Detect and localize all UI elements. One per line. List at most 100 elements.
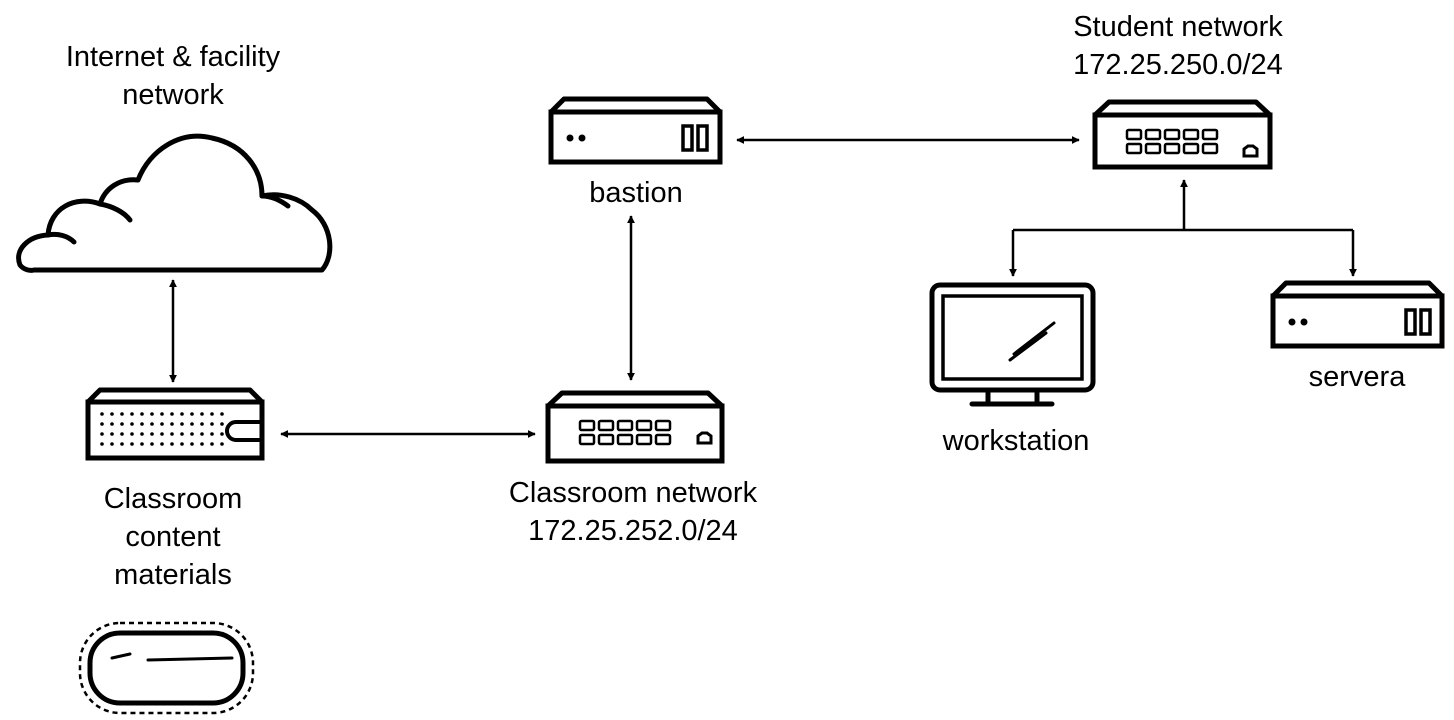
switch-port (1201, 128, 1219, 141)
content-label-line1: Classroom (104, 483, 243, 515)
servera-node: servera (1270, 280, 1445, 393)
monitor-icon (929, 282, 1096, 407)
vent-dot (170, 422, 174, 426)
vent-dot (150, 432, 154, 436)
vent-dot (140, 422, 144, 426)
internet-label-line1: Internet & facility (66, 41, 281, 73)
vent-dot (100, 442, 104, 446)
vent-dot (120, 422, 124, 426)
vent-dot (160, 422, 164, 426)
vent-dot (140, 442, 144, 446)
vent-dot (160, 442, 164, 446)
switch-port (1182, 128, 1200, 141)
vent-dot (100, 422, 104, 426)
vent-dot (190, 432, 194, 436)
switch-port (1125, 142, 1143, 155)
switch-port (616, 419, 634, 432)
switch-port (578, 419, 596, 432)
switch-port (597, 419, 615, 432)
classroom-network-node: Classroom network 172.25.252.0/24 (509, 390, 758, 547)
content-node: Classroom content materials (85, 387, 265, 591)
vent-dot (210, 432, 214, 436)
workstation-node: workstation (929, 282, 1096, 457)
bastion-node: bastion (548, 96, 723, 209)
server-icon (548, 96, 723, 165)
vent-dot (110, 432, 114, 436)
switch-port (616, 433, 634, 446)
vent-dot (160, 432, 164, 436)
vent-dot (130, 412, 134, 416)
vent-dot (200, 422, 204, 426)
content-label-line2: content (125, 521, 220, 553)
vent-dot (180, 422, 184, 426)
classroom-network-label-line1: Classroom network (509, 477, 758, 509)
vent-dot (180, 432, 184, 436)
vent-dot (210, 442, 214, 446)
vent-dot (120, 442, 124, 446)
vent-dot (190, 412, 194, 416)
vent-dot (220, 422, 224, 426)
vent-dot (220, 432, 224, 436)
switch-port (1125, 128, 1143, 141)
internet-label-line2: network (122, 79, 224, 111)
vent-dot (170, 412, 174, 416)
disk-storage-icon (78, 621, 255, 715)
vent-dot (120, 412, 124, 416)
vent-dot (150, 412, 154, 416)
connections (169, 136, 1357, 438)
vent-dot (100, 432, 104, 436)
vent-dot (160, 412, 164, 416)
vent-dot (150, 422, 154, 426)
student-network-label-line1: Student network (1073, 11, 1283, 43)
workstation-label: workstation (942, 425, 1090, 457)
vent-dot (110, 442, 114, 446)
vent-dot (150, 442, 154, 446)
vent-dot (140, 432, 144, 436)
student-network-node: Student network 172.25.250.0/24 (1073, 11, 1283, 170)
network-switch-icon (1092, 99, 1273, 170)
switch-port (654, 419, 672, 432)
switch-port (654, 433, 672, 446)
switch-port (1144, 128, 1162, 141)
switch-port (635, 433, 653, 446)
content-label-line3: materials (114, 559, 232, 591)
switch-port (597, 433, 615, 446)
vent-dot (100, 412, 104, 416)
switch-port (578, 433, 596, 446)
servera-label: servera (1309, 361, 1407, 393)
switch-port (635, 419, 653, 432)
classroom-network-label-line2: 172.25.252.0/24 (528, 515, 738, 547)
vent-dot (140, 412, 144, 416)
vent-dot (220, 412, 224, 416)
student-network-label-line2: 172.25.250.0/24 (1073, 49, 1283, 81)
vent-dot (200, 432, 204, 436)
vent-dot (120, 432, 124, 436)
vent-dot (180, 442, 184, 446)
switch-port (1163, 128, 1181, 141)
vent-dot (110, 412, 114, 416)
vent-dot (210, 422, 214, 426)
vent-dot (220, 442, 224, 446)
vent-dot (180, 412, 184, 416)
storage-appliance-icon (85, 387, 265, 461)
vent-dot (130, 432, 134, 436)
switch-port (1182, 142, 1200, 155)
vent-dot (200, 412, 204, 416)
internet-node: Internet & facility network (16, 41, 333, 273)
vent-dot (130, 442, 134, 446)
switch-port (1201, 142, 1219, 155)
switch-port (1144, 142, 1162, 155)
vent-dot (170, 442, 174, 446)
network-switch-icon (545, 390, 725, 464)
vent-dot (210, 412, 214, 416)
cloud-icon (16, 133, 333, 273)
vent-dot (190, 422, 194, 426)
vent-dot (190, 442, 194, 446)
vent-dot (200, 442, 204, 446)
vent-dot (170, 432, 174, 436)
server-icon (1270, 280, 1445, 349)
vent-dot (110, 422, 114, 426)
vent-dot (130, 422, 134, 426)
bastion-label: bastion (589, 177, 683, 209)
